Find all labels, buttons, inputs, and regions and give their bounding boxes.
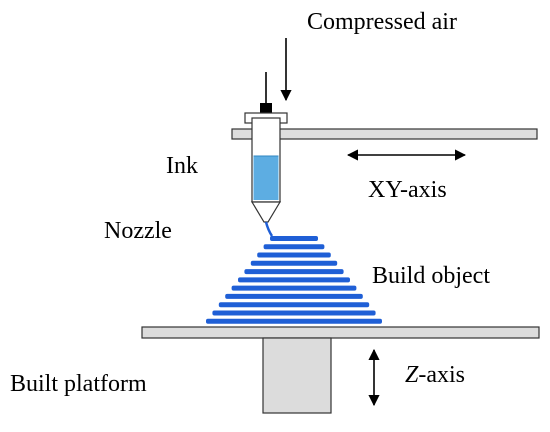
z-axis-label: Z-axis: [405, 363, 465, 387]
nozzle-label: Nozzle: [104, 218, 172, 244]
build-layer: [225, 293, 363, 299]
z-axis-label-letter: Z: [405, 362, 419, 388]
ink-reservoir: [253, 156, 279, 200]
gantry-rail: [231, 128, 538, 140]
build-layer: [270, 236, 318, 241]
build-layer: [250, 260, 338, 266]
build-layer: [263, 244, 325, 250]
build-object-label: Build object: [372, 263, 490, 289]
xy-axis-label: XY-axis: [368, 177, 447, 203]
syringe-cap: [260, 103, 272, 113]
build-layer: [206, 318, 382, 324]
build-object-layers: [206, 236, 382, 324]
build-layer: [244, 269, 344, 275]
platform-pedestal: [262, 337, 332, 414]
build-layer: [257, 252, 331, 258]
build-layer: [238, 277, 350, 283]
build-layer: [218, 302, 370, 308]
ink-label: Ink: [166, 153, 198, 179]
z-axis-label-suffix: -axis: [418, 362, 466, 388]
build-platform: [141, 326, 540, 339]
compressed-air-label: Compressed air: [307, 9, 457, 35]
built-platform-label: Built platform: [10, 371, 147, 397]
nozzle: [250, 201, 282, 223]
build-layer: [231, 285, 357, 291]
build-layer: [212, 310, 376, 316]
ink-filament: [264, 221, 274, 237]
